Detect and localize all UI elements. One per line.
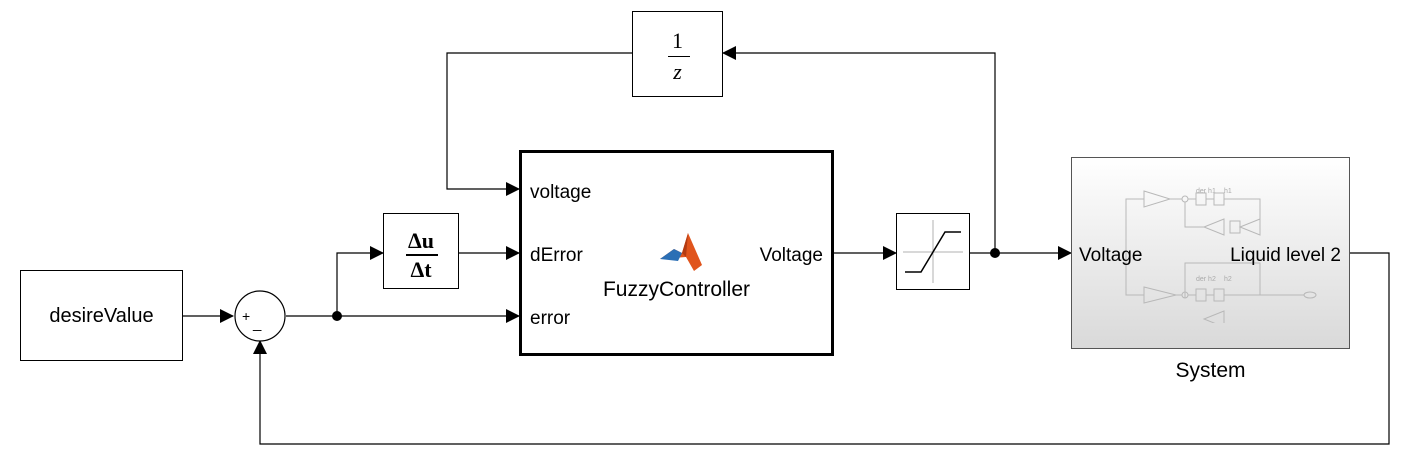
- subsystem-preview-icon: [1125, 190, 1317, 323]
- unit-delay-denominator: z: [673, 59, 682, 84]
- saturation-block[interactable]: [896, 213, 970, 290]
- unit-delay-block[interactable]: 1 z: [632, 11, 723, 97]
- fuzzy-input-error: error: [530, 308, 571, 329]
- system-preview-label-1: h1: [1224, 188, 1232, 195]
- sum-block[interactable]: [234, 290, 288, 344]
- system-preview-label-3: h2: [1224, 276, 1232, 283]
- system-output-liquid-level: Liquid level 2: [1230, 245, 1341, 266]
- derivative-numerator: Δu: [407, 228, 435, 253]
- fuzzy-controller-block[interactable]: voltage dError error Voltage FuzzyContro…: [519, 150, 834, 356]
- desire-value-label: desireValue: [49, 305, 154, 327]
- desire-value-block[interactable]: desireValue: [20, 270, 183, 361]
- sum-minus-sign: _: [253, 315, 262, 332]
- branch-point-error: [332, 311, 342, 321]
- derivative-denominator: Δt: [410, 257, 432, 282]
- derivative-block[interactable]: Δu Δt: [383, 213, 459, 289]
- unit-delay-fraction-bar: [668, 56, 690, 57]
- derivative-fraction-bar: [406, 254, 438, 256]
- fuzzy-input-voltage: voltage: [530, 182, 592, 203]
- matlab-logo-icon: [660, 233, 702, 271]
- system-preview-label-2: der h2: [1196, 276, 1216, 283]
- sum-plus-sign: +: [242, 308, 251, 324]
- signal-feedback[interactable]: [253, 252, 1390, 445]
- system-name: System: [1175, 359, 1246, 382]
- system-input-voltage: Voltage: [1079, 245, 1143, 266]
- fuzzy-input-derror: dError: [530, 245, 583, 266]
- saturation-icon: [903, 220, 963, 283]
- system-preview-label-0: der h1: [1196, 188, 1216, 195]
- signal-voltage-to-delay[interactable]: [722, 46, 996, 253]
- system-subsystem-block[interactable]: der h1 h1 der h2 h2 Voltage Liquid level…: [1071, 157, 1350, 349]
- signal-delay-to-voltage[interactable]: [446, 52, 632, 196]
- branch-point-voltage: [990, 248, 1000, 258]
- unit-delay-numerator: 1: [672, 28, 683, 53]
- fuzzy-controller-name: FuzzyController: [602, 278, 751, 301]
- fuzzy-output-voltage: Voltage: [759, 245, 823, 266]
- signal-error-to-derivative[interactable]: [336, 246, 384, 316]
